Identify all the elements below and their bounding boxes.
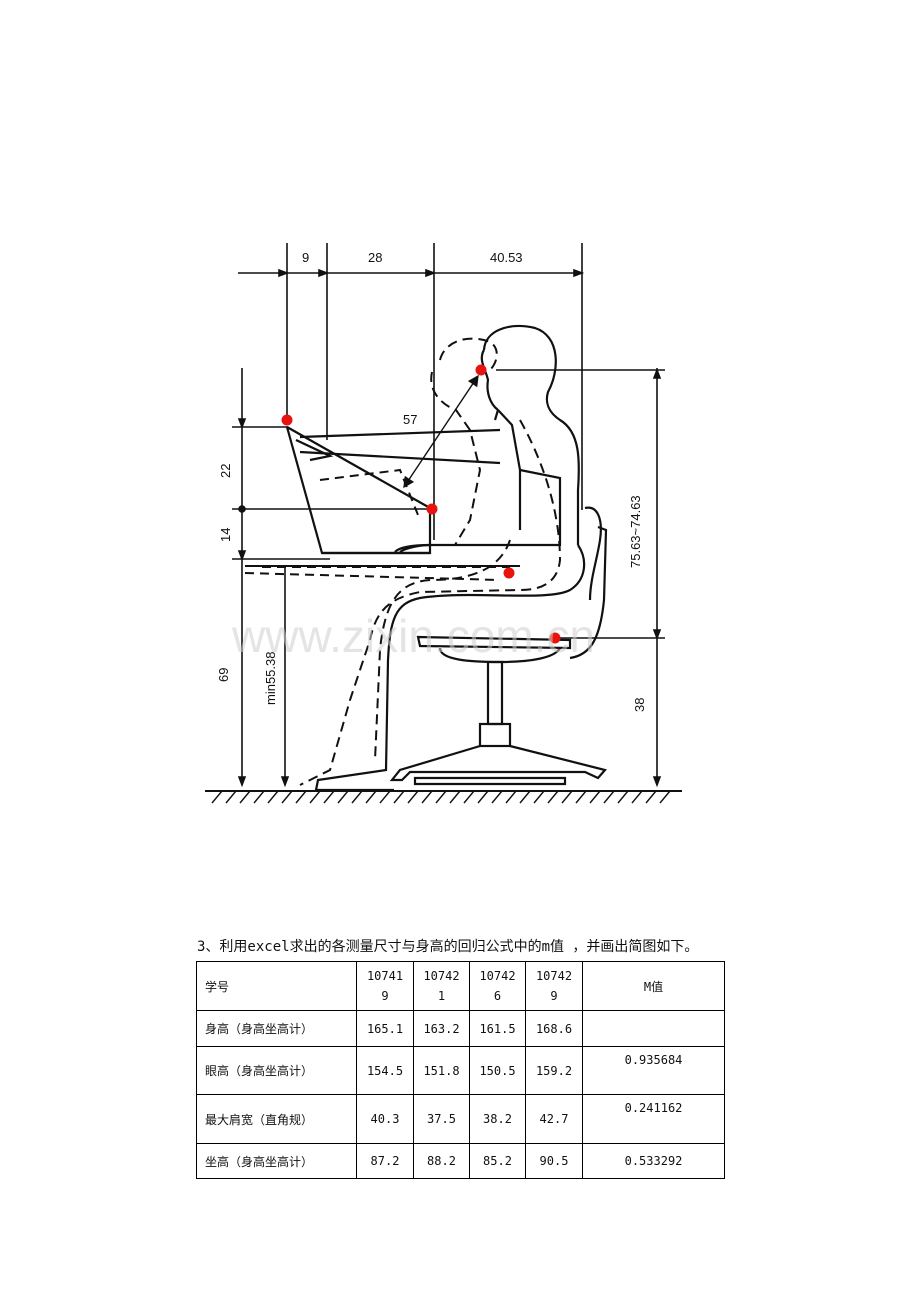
m-value bbox=[582, 1010, 725, 1047]
id-line1: 10742 bbox=[423, 969, 460, 983]
cell: 85.2 bbox=[469, 1143, 526, 1179]
header-id: 10742 6 bbox=[469, 961, 526, 1011]
row-label: 身高（身高坐高计） bbox=[196, 1010, 357, 1047]
dim-top-28: 28 bbox=[368, 250, 382, 265]
id-line2: 9 bbox=[550, 989, 558, 1003]
cell: 159.2 bbox=[525, 1046, 583, 1095]
header-id: 10742 9 bbox=[525, 961, 583, 1011]
right-dimension-lines bbox=[496, 367, 665, 788]
cell: 151.8 bbox=[413, 1046, 470, 1095]
marker-hand bbox=[426, 503, 438, 515]
landmark-markers bbox=[281, 364, 561, 644]
seated-figure-dashed bbox=[299, 337, 562, 786]
row-label: 坐高（身高坐高计） bbox=[196, 1143, 357, 1179]
cell: 42.7 bbox=[525, 1094, 583, 1144]
dim-left-14: 14 bbox=[218, 528, 233, 542]
cell: 40.3 bbox=[356, 1094, 414, 1144]
ergonomics-drawing: 9 28 40.53 22 14 69 min55.38 75.63~74.63… bbox=[205, 243, 682, 804]
row-label: 最大肩宽（直角规） bbox=[196, 1094, 357, 1144]
header-id: 10742 1 bbox=[413, 961, 470, 1011]
table-row: 身高（身高坐高计） 165.1 163.2 161.5 168.6 bbox=[196, 1010, 725, 1047]
dim-min-height: min55.38 bbox=[263, 652, 278, 705]
floor bbox=[205, 790, 682, 804]
dim-top-40-53: 40.53 bbox=[490, 250, 523, 265]
cell: 154.5 bbox=[356, 1046, 414, 1095]
m-value: 0.935684 bbox=[582, 1046, 725, 1095]
id-line1: 10742 bbox=[479, 969, 516, 983]
cell: 37.5 bbox=[413, 1094, 470, 1144]
header-id: 10741 9 bbox=[356, 961, 414, 1011]
m-value: 0.533292 bbox=[582, 1143, 725, 1179]
table-row: 最大肩宽（直角规） 40.3 37.5 38.2 42.7 0.241162 bbox=[196, 1094, 725, 1144]
cell: 90.5 bbox=[525, 1143, 583, 1179]
cell: 88.2 bbox=[413, 1143, 470, 1179]
id-line2: 9 bbox=[381, 989, 389, 1003]
dim-eye-range: 75.63~74.63 bbox=[628, 495, 643, 568]
marker-eye bbox=[475, 364, 487, 376]
top-dimension-line bbox=[238, 243, 585, 540]
cell: 163.2 bbox=[413, 1010, 470, 1047]
marker-board-top bbox=[281, 414, 293, 426]
marker-seat bbox=[549, 632, 561, 644]
measurement-table: 学号 10741 9 10742 1 10742 6 10742 9 M值 身高（身高坐… bbox=[196, 961, 725, 1179]
cell: 38.2 bbox=[469, 1094, 526, 1144]
m-value: 0.241162 bbox=[582, 1094, 725, 1144]
dim-seat-height: 38 bbox=[632, 698, 647, 712]
watermark: www.zixin.com.cn bbox=[231, 610, 595, 662]
id-line2: 6 bbox=[493, 989, 502, 1003]
header-m-value: M值 bbox=[582, 961, 725, 1011]
table-row: 眼高（身高坐高计） 154.5 151.8 150.5 159.2 0.9356… bbox=[196, 1046, 725, 1095]
id-line1: 10742 bbox=[535, 969, 573, 983]
header-label: 学号 bbox=[196, 961, 357, 1011]
drafting-desk-dashed bbox=[244, 468, 510, 581]
caption: 3、利用excel求出的各测量尺寸与身高的回归公式中的m值 ，并画出简图如下。 bbox=[197, 939, 699, 955]
cell: 165.1 bbox=[356, 1010, 414, 1047]
office-chair bbox=[389, 506, 608, 786]
row-label: 眼高（身高坐高计） bbox=[196, 1046, 357, 1095]
marker-thigh bbox=[503, 567, 515, 579]
id-line1: 10741 bbox=[366, 969, 404, 983]
dim-reach-57: 57 bbox=[403, 412, 417, 427]
dim-top-9: 9 bbox=[302, 250, 309, 265]
table-row: 坐高（身高坐高计） 87.2 88.2 85.2 90.5 0.533292 bbox=[196, 1143, 725, 1179]
cell: 168.6 bbox=[525, 1010, 583, 1047]
dim-left-22: 22 bbox=[218, 464, 233, 478]
cell: 150.5 bbox=[469, 1046, 526, 1095]
cell: 87.2 bbox=[356, 1143, 414, 1179]
cell: 161.5 bbox=[469, 1010, 526, 1047]
dim-left-69: 69 bbox=[216, 668, 231, 682]
id-line2: 1 bbox=[437, 989, 446, 1003]
seated-figure-solid bbox=[314, 324, 586, 792]
left-dimension-lines bbox=[232, 368, 430, 788]
table-header-row: 学号 10741 9 10742 1 10742 6 10742 9 M值 bbox=[196, 961, 725, 1011]
